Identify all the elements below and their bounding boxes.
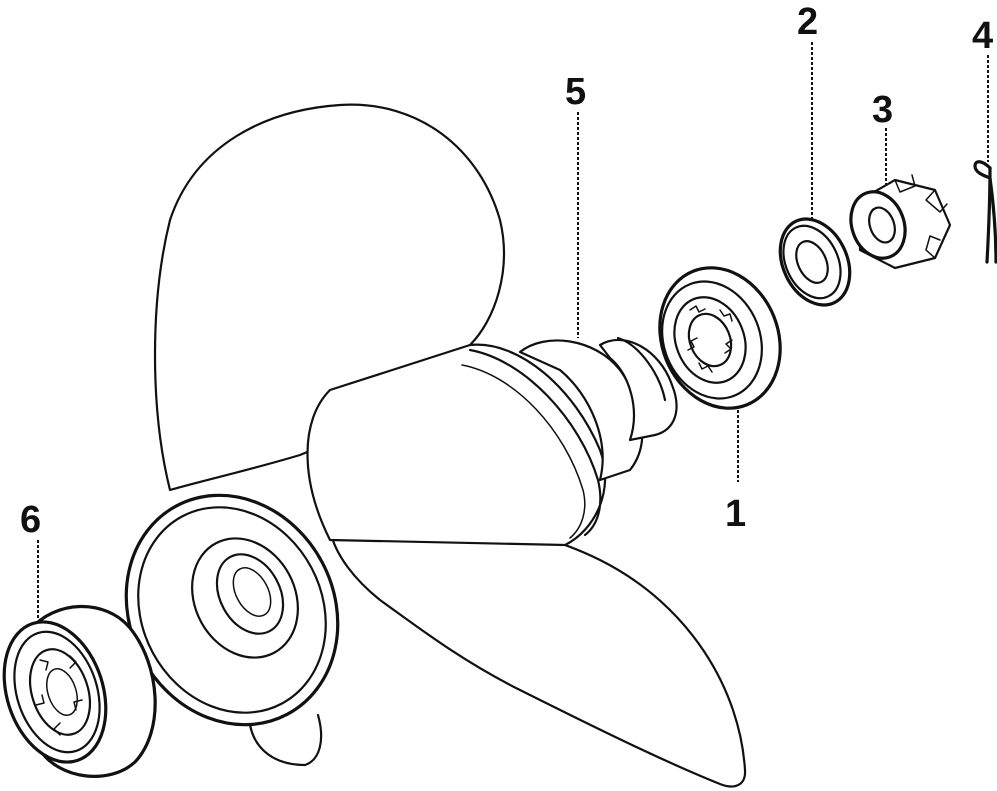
part-4-cotter-pin <box>973 160 997 264</box>
callout-1: 1 <box>725 493 746 535</box>
callout-labels: 1 2 3 4 5 6 <box>20 1 993 541</box>
part-1-splined-washer <box>658 266 782 410</box>
callout-5: 5 <box>565 71 586 113</box>
part-3-castle-nut <box>849 174 952 270</box>
part-6-spacer <box>2 604 157 778</box>
callout-2: 2 <box>797 1 818 43</box>
propeller-lower-blade <box>328 516 747 788</box>
propeller-hub <box>306 343 607 547</box>
callout-4: 4 <box>972 15 993 57</box>
propeller <box>124 103 747 788</box>
part-2-washer <box>778 217 852 307</box>
callout-3: 3 <box>872 89 893 131</box>
callout-6: 6 <box>20 499 41 541</box>
leader-lines <box>37 42 989 620</box>
